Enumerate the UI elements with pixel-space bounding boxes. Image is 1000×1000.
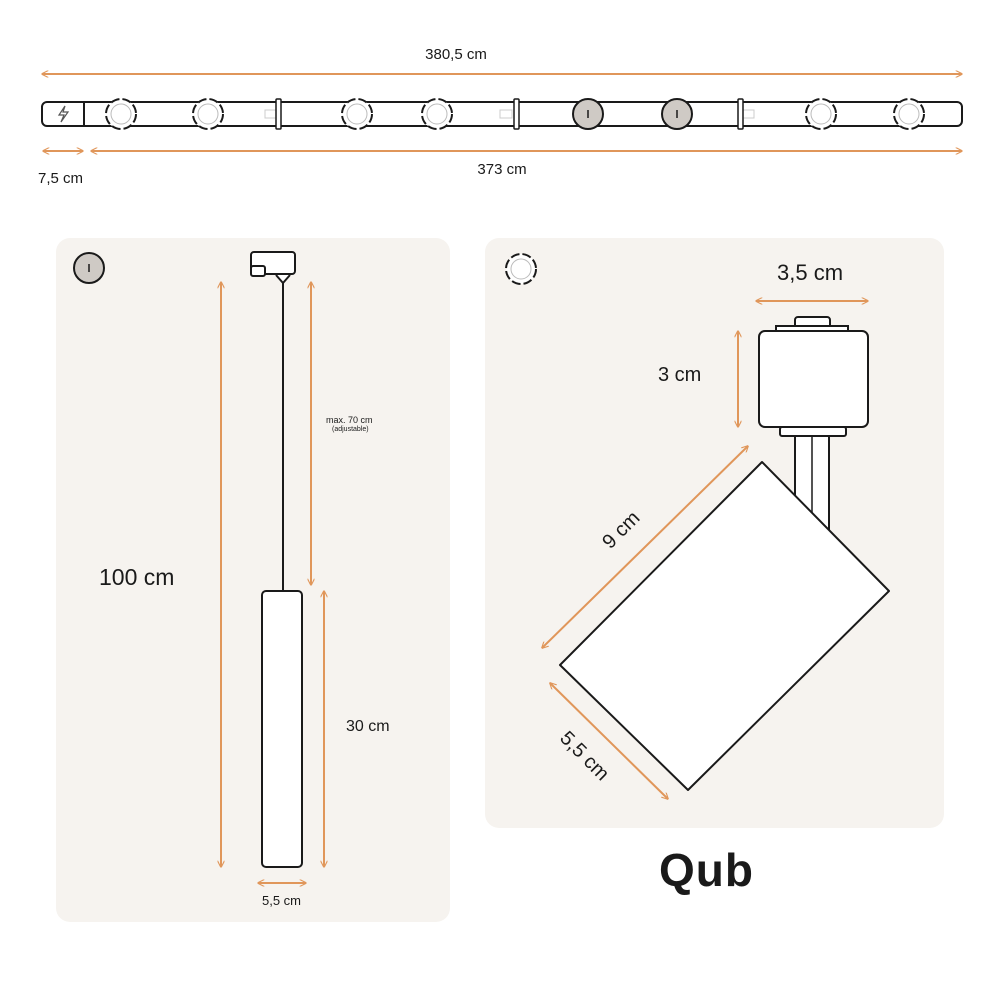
- pendant-light-icon: [73, 252, 105, 284]
- pendant-body: [261, 590, 303, 868]
- spot-light-icon: [341, 98, 373, 130]
- pendant-light-icon: [572, 98, 604, 130]
- width-label: 5,5 cm: [262, 893, 302, 908]
- spot-light-icon: [105, 98, 137, 130]
- total-length-label: 380,5 cm: [425, 46, 487, 63]
- pendant-light-icon: [661, 98, 693, 130]
- track-end-connector: [275, 98, 282, 130]
- spot-adapter: [758, 316, 869, 437]
- track-length-label: 373 cm: [477, 161, 527, 178]
- pendant-drawing: [73, 251, 324, 883]
- adapter-width-label: 3,5 cm: [777, 260, 844, 285]
- spot-light-icon: [505, 253, 537, 285]
- spot-light-icon: [421, 98, 453, 130]
- spot-light-icon: [805, 98, 837, 130]
- connector-length-label: 7,5 cm: [38, 170, 84, 187]
- body-length-dimension: [542, 446, 748, 648]
- spot-drawing: [505, 253, 890, 799]
- total-height-label: 100 cm: [99, 564, 175, 590]
- track-end-connector: [513, 98, 520, 130]
- track-body: [41, 101, 963, 127]
- pendant-panel: [56, 238, 450, 922]
- adapter-height-label: 3 cm: [658, 364, 702, 386]
- spot-light-icon: [893, 98, 925, 130]
- track-adapter: [250, 251, 296, 285]
- body-diameter-dimension: [550, 683, 668, 799]
- brand-logo: Qub: [659, 844, 754, 896]
- cable-note-label: (adjustable): [332, 426, 369, 433]
- spot-light-icon: [192, 98, 224, 130]
- lightning-bolt-icon: [57, 105, 70, 123]
- cable-length-label: max. 70 cm: [326, 415, 373, 425]
- body-height-label: 30 cm: [346, 718, 390, 735]
- track-rail: [41, 74, 963, 151]
- track-end-connector: [737, 98, 744, 130]
